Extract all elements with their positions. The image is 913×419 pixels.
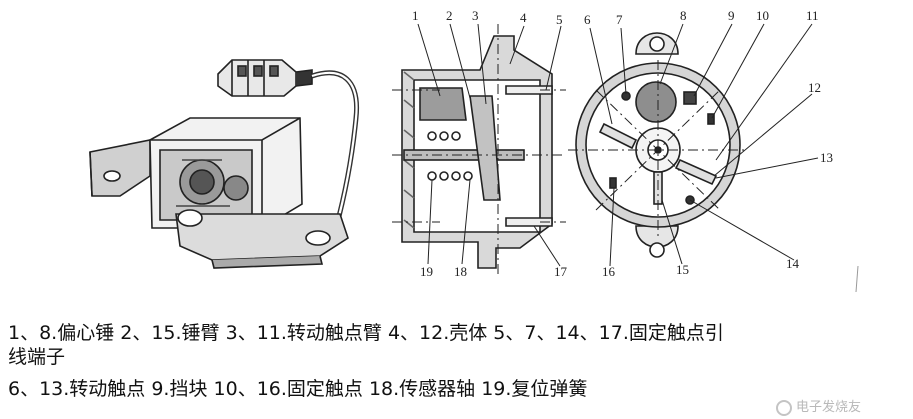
sensor-cable bbox=[311, 70, 360, 229]
section-terminal-top bbox=[505, 85, 553, 95]
caption-line-2: 线端子 bbox=[8, 346, 66, 368]
callout-9: 9 bbox=[728, 8, 735, 23]
callout-16: 16 bbox=[602, 264, 616, 279]
caption-line-1: 1、8.偏心锤 2、15.锤臂 3、11.转动触点臂 4、12.壳体 5、7、1… bbox=[8, 322, 724, 344]
connector-plug bbox=[217, 59, 313, 97]
callout-3: 3 bbox=[472, 8, 479, 23]
sensor-diagram: 1 2 3 4 5 6 7 8 9 10 11 12 13 14 15 16 1… bbox=[89, 8, 859, 293]
top-view-stop-block bbox=[683, 91, 697, 105]
mounting-bracket bbox=[89, 139, 151, 197]
watermark-logo-icon bbox=[776, 399, 792, 416]
callout-15: 15 bbox=[676, 262, 689, 277]
callout-4: 4 bbox=[520, 10, 527, 25]
callout-13: 13 bbox=[820, 150, 833, 165]
section-sensor-shaft bbox=[403, 149, 525, 161]
sensor-housing bbox=[149, 117, 303, 229]
callout-8: 8 bbox=[680, 8, 687, 23]
callout-5: 5 bbox=[556, 12, 563, 27]
section-eccentric-weight bbox=[419, 87, 467, 121]
callout-18: 18 bbox=[454, 264, 467, 279]
section-terminal-bottom bbox=[505, 217, 553, 227]
callout-17: 17 bbox=[554, 264, 568, 279]
callout-6: 6 bbox=[584, 12, 591, 27]
watermark: 电子发烧友 bbox=[776, 396, 906, 416]
scan-mark bbox=[855, 265, 859, 293]
callout-12: 12 bbox=[808, 80, 821, 95]
top-view bbox=[568, 32, 748, 258]
callout-numbers: 1 2 3 4 5 6 7 8 9 10 11 12 13 14 15 16 1… bbox=[412, 8, 833, 279]
callout-7: 7 bbox=[616, 12, 623, 27]
callout-19: 19 bbox=[420, 264, 433, 279]
callout-11: 11 bbox=[806, 8, 819, 23]
callout-10: 10 bbox=[756, 8, 769, 23]
leader-lines bbox=[417, 23, 819, 267]
top-view-eccentric-weight bbox=[635, 81, 677, 123]
callout-1: 1 bbox=[412, 8, 419, 23]
sensor-perspective-drawing bbox=[89, 59, 360, 269]
cross-section-view bbox=[392, 24, 566, 276]
caption-line-3: 6、13.转动触点 9.挡块 10、16.固定触点 18.传感器轴 19.复位弹… bbox=[8, 378, 588, 400]
base-plate bbox=[175, 209, 349, 269]
callout-2: 2 bbox=[446, 8, 453, 23]
watermark-text: 电子发烧友 bbox=[796, 400, 862, 415]
callout-14: 14 bbox=[786, 256, 800, 271]
